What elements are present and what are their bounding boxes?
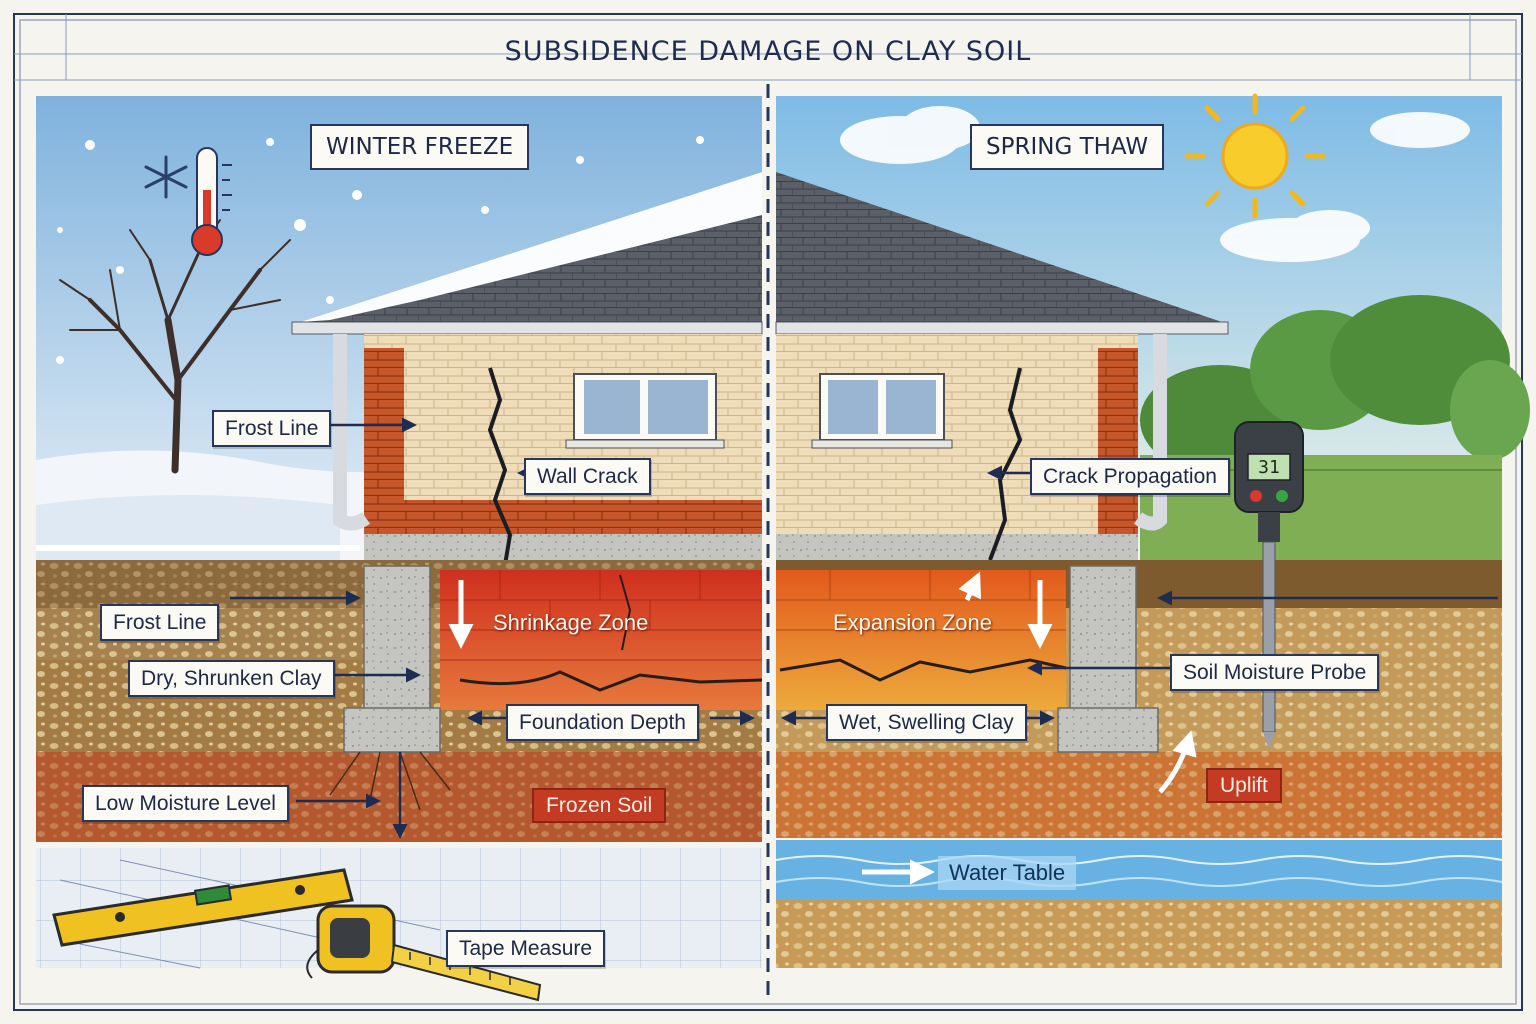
label-wall-crack: Wall Crack [524, 458, 651, 495]
label-crack-propagation: Crack Propagation [1030, 458, 1230, 495]
tape-measure-icon [306, 904, 542, 1002]
label-uplift: Uplift [1206, 768, 1282, 803]
sun-icon [1184, 93, 1326, 219]
label-shrinkage-zone: Shrinkage Zone [493, 610, 649, 635]
label-foundation-depth: Foundation Depth [506, 704, 699, 741]
label-wet-swelling-clay: Wet, Swelling Clay [826, 704, 1027, 741]
spring-panel [775, 93, 1530, 968]
winter-panel [36, 96, 763, 1002]
leader-arrows [230, 417, 1498, 839]
label-low-moisture-level: Low Moisture Level [82, 785, 289, 822]
label-frost-line-wall: Frost Line [212, 410, 332, 447]
label-water-table: Water Table [938, 856, 1077, 890]
label-frost-line-soil: Frost Line [100, 604, 220, 641]
spring-panel-title: SPRING THAW [970, 124, 1165, 170]
thermometer-icon [191, 147, 232, 256]
snowflake-icon [144, 155, 188, 199]
label-soil-moisture-probe: Soil Moisture Probe [1170, 654, 1380, 691]
winter-panel-title: WINTER FREEZE [310, 124, 530, 170]
spirit-level-icon [52, 868, 354, 947]
diagram-title: SUBSIDENCE DAMAGE ON CLAY SOIL [504, 36, 1032, 67]
label-dry-shrunken-clay: Dry, Shrunken Clay [128, 660, 335, 697]
label-expansion-zone: Expansion Zone [833, 610, 992, 635]
label-tape-measure: Tape Measure [446, 930, 606, 967]
probe-reading: 31 [1258, 457, 1280, 478]
label-frozen-soil: Frozen Soil [532, 788, 667, 823]
